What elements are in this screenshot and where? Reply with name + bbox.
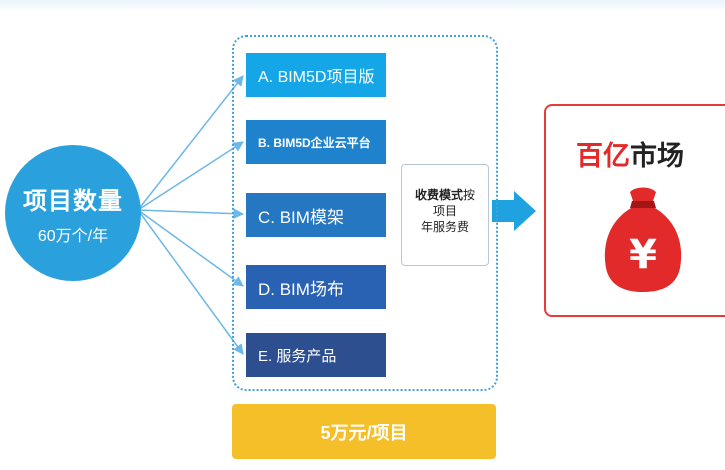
fee-model-line3: 年服务费	[420, 220, 469, 234]
market-title-rest: 市场	[630, 141, 684, 171]
fee-model-line1: 收费模式按	[402, 187, 488, 203]
price-bar: 5万元/项目	[232, 404, 496, 459]
arrow-to-market	[492, 191, 536, 231]
project-count-subtitle: 60万个/年	[37, 227, 109, 245]
money-bag-icon: ¥	[604, 187, 682, 292]
product-d: D. BIM场布	[246, 265, 386, 309]
fee-model-by: 按	[463, 188, 476, 202]
product-b: B. BIM5D企业云平台	[246, 120, 386, 164]
product-e: E. 服务产品	[246, 333, 386, 377]
fee-model-box: 收费模式按 项目 年服务费	[401, 164, 489, 266]
arrow-to-product-c	[137, 208, 245, 219]
price-label: 5万元/项目	[320, 422, 408, 443]
project-count-title: 项目数量	[23, 187, 123, 215]
arrow-to-product-b	[137, 141, 244, 211]
product-c: C. BIM模架	[246, 193, 386, 237]
project-count-circle: 项目数量 60万个/年	[5, 145, 141, 281]
fee-model-bold: 收费模式	[414, 188, 463, 202]
arrow-to-product-a	[137, 75, 244, 211]
product-a: A. BIM5D项目版	[246, 53, 386, 97]
fee-model-line2: 项目	[432, 204, 457, 218]
top-band	[0, 0, 725, 12]
bag-symbol: ¥	[629, 232, 657, 278]
market-title-red: 百亿	[576, 141, 630, 171]
product-group-frame	[232, 35, 498, 391]
market-title: 百亿市场	[576, 134, 684, 173]
arrow-to-product-e	[137, 209, 244, 355]
arrow-to-product-d	[137, 209, 244, 287]
market-box: 百亿市场 ¥	[544, 104, 725, 317]
